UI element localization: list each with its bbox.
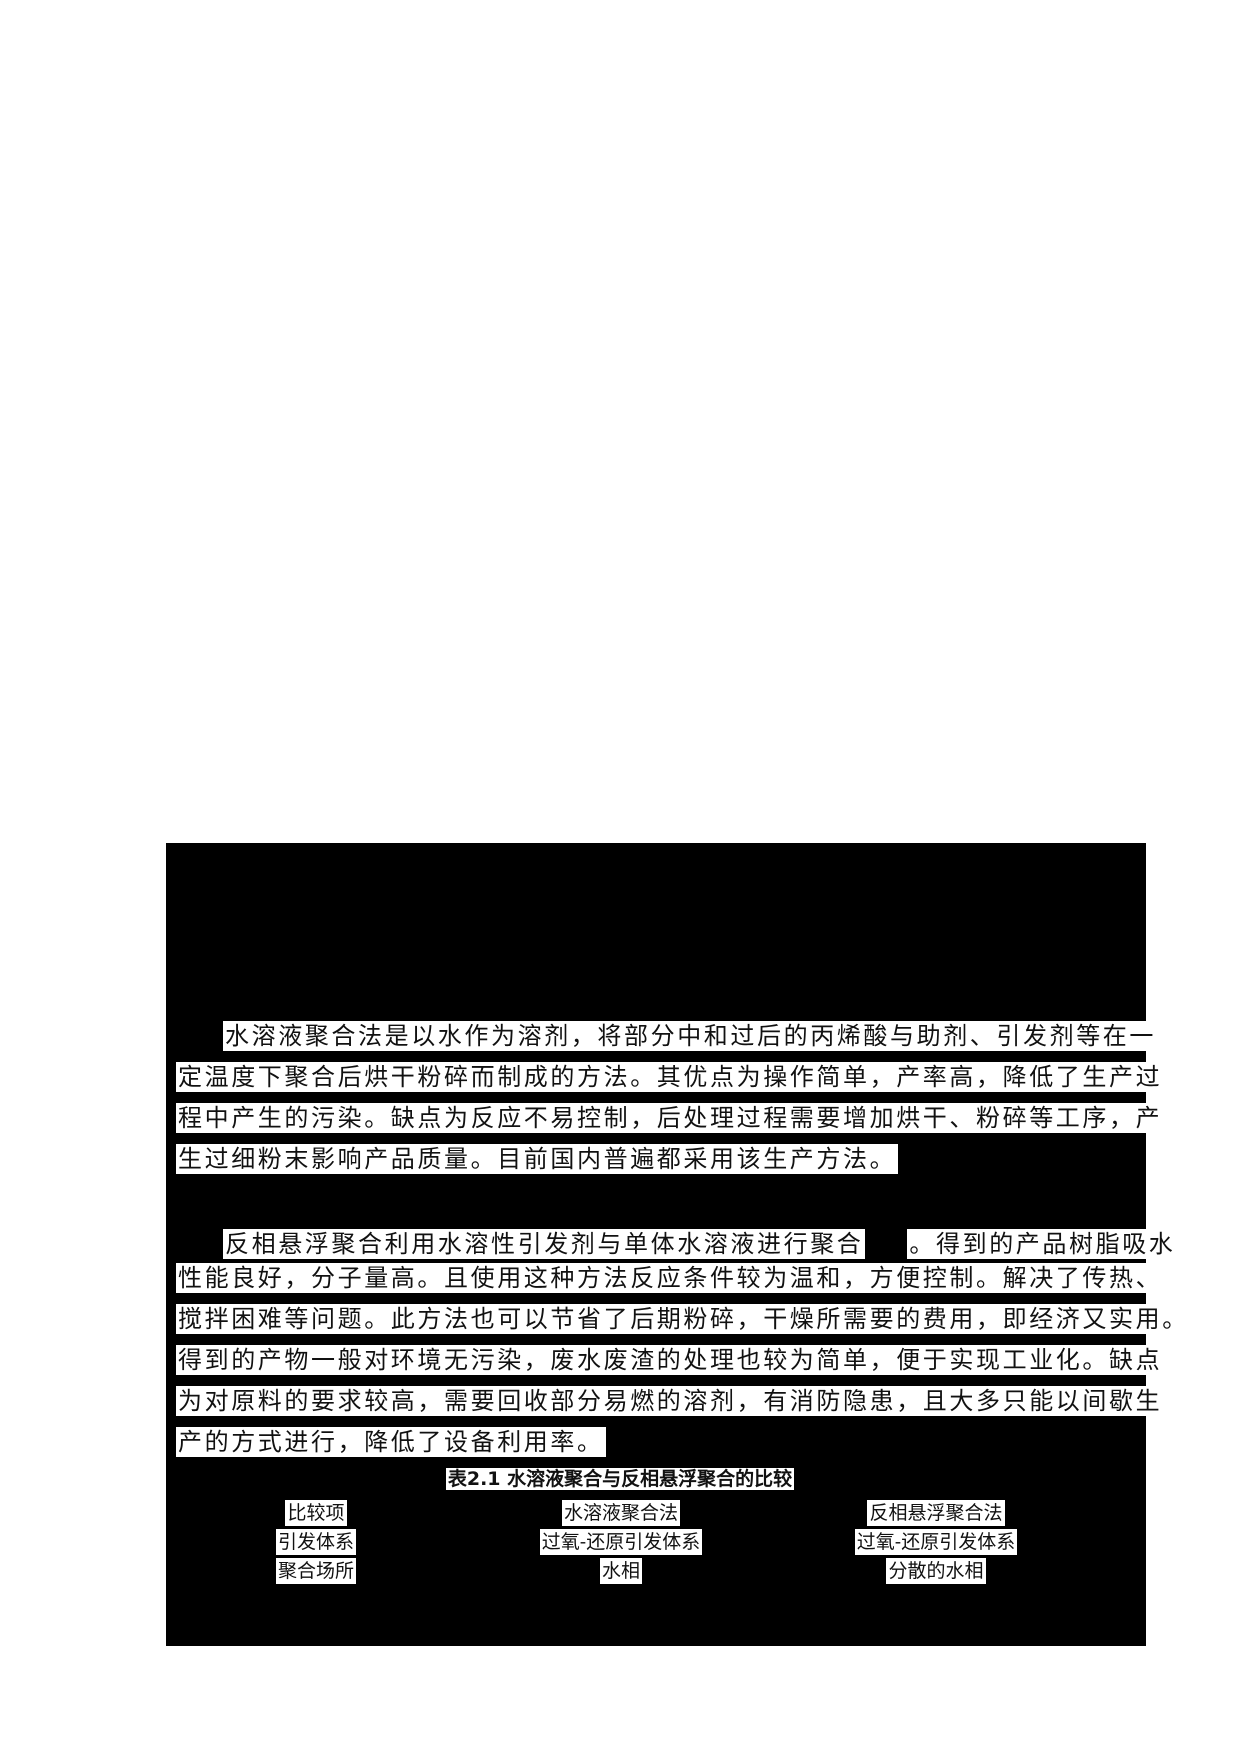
table-header-cell: 比较项 bbox=[285, 1500, 347, 1526]
table-caption: 表2.1 水溶液聚合与反相悬浮聚合的比较 bbox=[0, 1467, 1240, 1491]
text-line: 得到的产物一般对环境无污染，废水废渣的处理也较为简单，便于实现工业化。缺点 bbox=[176, 1345, 1165, 1375]
paragraph-2-line-3: 搅拌困难等问题。此方法也可以节省了后期粉碎，干燥所需要的费用，即经济又实用。 bbox=[176, 1304, 1191, 1334]
text-line: 。得到的产品树脂吸水 bbox=[907, 1229, 1178, 1259]
paragraph-1-line-1: 水溶液聚合法是以水作为溶剂，将部分中和过后的丙烯酸与助剂、引发剂等在一 bbox=[223, 1021, 1158, 1051]
text-line: 产的方式进行，降低了设备利用率。 bbox=[176, 1427, 606, 1457]
table-header-row: 比较项 水溶液聚合法 反相悬浮聚合法 bbox=[166, 1500, 1146, 1526]
paragraph-2-line-5: 为对原料的要求较高，需要回收部分易燃的溶剂，有消防隐患，且大多只能以间歇生 bbox=[176, 1386, 1165, 1416]
table-cell: 过氧-还原引发体系 bbox=[539, 1529, 703, 1555]
text-line: 反相悬浮聚合利用水溶性引发剂与单体水溶液进行聚合 bbox=[223, 1229, 866, 1259]
text-line: 搅拌困难等问题。此方法也可以节省了后期粉碎，干燥所需要的费用，即经济又实用。 bbox=[176, 1304, 1191, 1334]
table-header-cell: 水溶液聚合法 bbox=[561, 1500, 680, 1526]
text-line: 定温度下聚合后烘干粉碎而制成的方法。其优点为操作简单，产率高，降低了生产过 bbox=[176, 1062, 1165, 1092]
paragraph-1-line-3: 程中产生的污染。缺点为反应不易控制，后处理过程需要增加烘干、粉碎等工序，产 bbox=[176, 1103, 1165, 1133]
table-row: 引发体系 过氧-还原引发体系 过氧-还原引发体系 bbox=[166, 1529, 1146, 1555]
table-caption-text: 表2.1 水溶液聚合与反相悬浮聚合的比较 bbox=[445, 1468, 795, 1490]
text-line: 为对原料的要求较高，需要回收部分易燃的溶剂，有消防隐患，且大多只能以间歇生 bbox=[176, 1386, 1165, 1416]
citation-gap bbox=[865, 1222, 907, 1252]
paragraph-2-line-1: 反相悬浮聚合利用水溶性引发剂与单体水溶液进行聚合 。得到的产品树脂吸水 bbox=[223, 1222, 1178, 1259]
table-cell: 聚合场所 bbox=[275, 1558, 356, 1584]
table-cell: 分散的水相 bbox=[886, 1558, 986, 1584]
paragraph-1-line-2: 定温度下聚合后烘干粉碎而制成的方法。其优点为操作简单，产率高，降低了生产过 bbox=[176, 1062, 1165, 1092]
table-cell: 过氧-还原引发体系 bbox=[854, 1529, 1018, 1555]
paragraph-2-line-4: 得到的产物一般对环境无污染，废水废渣的处理也较为简单，便于实现工业化。缺点 bbox=[176, 1345, 1165, 1375]
paragraph-2-line-2: 性能良好，分子量高。且使用这种方法反应条件较为温和，方便控制。解决了传热、 bbox=[176, 1263, 1165, 1293]
text-line: 生过细粉末影响产品质量。目前国内普遍都采用该生产方法。 bbox=[176, 1144, 899, 1174]
table-header-cell: 反相悬浮聚合法 bbox=[867, 1500, 1005, 1526]
table-cell: 水相 bbox=[599, 1558, 642, 1584]
table-cell: 引发体系 bbox=[275, 1529, 356, 1555]
paragraph-1-line-4: 生过细粉末影响产品质量。目前国内普遍都采用该生产方法。 bbox=[176, 1144, 899, 1174]
paragraph-2-line-6: 产的方式进行，降低了设备利用率。 bbox=[176, 1427, 606, 1457]
text-line: 程中产生的污染。缺点为反应不易控制，后处理过程需要增加烘干、粉碎等工序，产 bbox=[176, 1103, 1165, 1133]
text-line: 性能良好，分子量高。且使用这种方法反应条件较为温和，方便控制。解决了传热、 bbox=[176, 1263, 1165, 1293]
text-line: 水溶液聚合法是以水作为溶剂，将部分中和过后的丙烯酸与助剂、引发剂等在一 bbox=[223, 1021, 1158, 1051]
table-row: 聚合场所 水相 分散的水相 bbox=[166, 1558, 1146, 1584]
